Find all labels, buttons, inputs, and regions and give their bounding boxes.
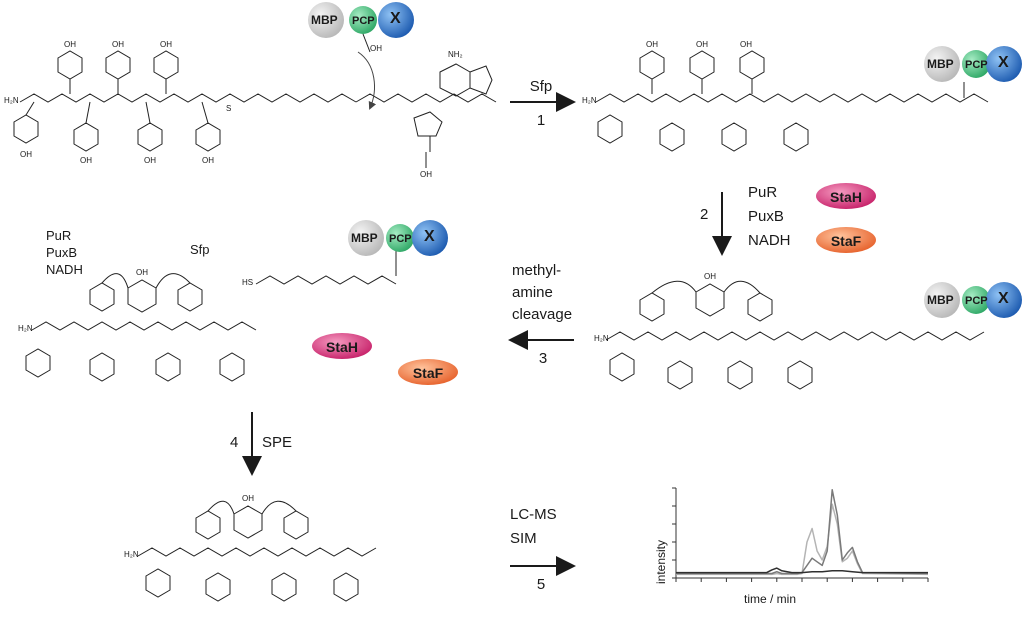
step4-method: SPE	[262, 434, 293, 451]
x-label-d: X	[998, 290, 1009, 307]
step4-number: 4	[230, 434, 239, 451]
step2-nadh: NADH	[748, 232, 791, 249]
mbp-label-d: MBP	[927, 293, 954, 307]
pcp-label-b: PCP	[965, 59, 988, 71]
structure-peptidyl-pcp	[595, 50, 989, 152]
mbp-domain	[924, 282, 960, 318]
lc-ms-chromatogram	[672, 487, 929, 582]
atom-oh-4a: OH	[136, 268, 148, 277]
x-domain	[986, 46, 1022, 82]
step2-pur: PuR	[748, 184, 778, 201]
atom-h2n-5: H₂N	[124, 550, 139, 559]
x-domain	[378, 2, 414, 38]
step3-line2: amine	[512, 284, 553, 301]
atom-s-1: S	[226, 104, 232, 113]
atom-oh-pcp: OH	[370, 44, 382, 53]
atom-h2n-2: H₂N	[582, 96, 597, 105]
pcp-label-a: PCP	[352, 15, 375, 27]
atom-oh-1f: OH	[144, 156, 156, 165]
step5-line2: SIM	[510, 530, 537, 547]
pcp-label-d: PCP	[965, 295, 988, 307]
atom-oh-1b: OH	[112, 40, 124, 49]
x-label-a: X	[390, 10, 401, 27]
protein-pcp-loaded	[924, 46, 1022, 82]
pcp-domain	[962, 286, 990, 314]
x-label-b: X	[998, 54, 1009, 71]
atom-oh-1e: OH	[80, 156, 92, 165]
atom-oh-1a: OH	[64, 40, 76, 49]
atom-oh-ribose: OH	[420, 170, 432, 179]
step1-number: 1	[536, 112, 546, 129]
pcp-domain	[962, 50, 990, 78]
chart-trace-1	[676, 503, 929, 576]
mbp-domain	[308, 2, 344, 38]
structure-peptidyl-coa	[13, 50, 497, 168]
step3-line3: cleavage	[512, 306, 573, 323]
mbp-label-c: MBP	[351, 231, 378, 245]
step2-number: 2	[700, 206, 709, 223]
staf-enzyme-top	[816, 227, 876, 253]
atom-nh2-1: NH₂	[448, 50, 463, 59]
chart-trace-3	[676, 567, 928, 574]
protein-pcp-released	[348, 220, 448, 256]
atom-oh-5a: OH	[242, 494, 254, 503]
step3-number: 3	[538, 350, 548, 367]
step1-reagent: Sfp	[529, 78, 553, 95]
structure-final-product	[137, 500, 377, 602]
pcp-domain	[386, 224, 414, 252]
staf-enzyme-mid	[398, 359, 458, 385]
pcp-domain	[349, 6, 377, 34]
mbp-label-a: MBP	[311, 13, 338, 27]
atom-h2n-3: H₂N	[594, 334, 609, 343]
stah-enzyme-mid	[312, 333, 372, 359]
atom-oh-2c: OH	[740, 40, 752, 49]
mbp-label-b: MBP	[927, 57, 954, 71]
atom-oh-3a: OH	[704, 272, 716, 281]
step3-line1: methyl-	[512, 262, 562, 279]
atom-h2n-1: H₂N	[4, 96, 19, 105]
stah-label-mid: StaH	[326, 339, 358, 355]
atom-oh-1g: OH	[202, 156, 214, 165]
protein-pcp-crosslinked	[924, 282, 1022, 318]
chart-xlabel: time / min	[744, 592, 797, 606]
mix-nadh: NADH	[46, 262, 83, 277]
stah-enzyme-top	[816, 183, 876, 209]
x-domain	[412, 220, 448, 256]
mbp-domain	[348, 220, 384, 256]
mix-sfp: Sfp	[190, 242, 210, 257]
structure-crosslinked-pcp	[605, 280, 985, 390]
nucleophilic-attack-arrow	[357, 51, 377, 110]
x-label-c: X	[424, 228, 435, 245]
chart-ylabel: intensity	[654, 539, 668, 584]
staf-label-mid: StaF	[412, 365, 444, 381]
mix-pur: PuR	[46, 228, 72, 243]
step2-puxb: PuxB	[748, 208, 784, 225]
atom-oh-2b: OH	[696, 40, 708, 49]
atom-oh-1d: OH	[20, 150, 32, 159]
step5-line1: LC-MS	[510, 506, 557, 523]
pcp-label-c: PCP	[389, 233, 412, 245]
structure-released-peptide	[25, 250, 397, 382]
chart-trace-2	[676, 489, 929, 575]
stah-label-top: StaH	[830, 189, 862, 205]
step5-number: 5	[536, 576, 546, 593]
atom-oh-2a: OH	[646, 40, 658, 49]
x-domain	[986, 282, 1022, 318]
atom-oh-1c: OH	[160, 40, 172, 49]
protein-pcp-free	[308, 2, 414, 53]
atom-h2n-4: H₂N	[18, 324, 33, 333]
mbp-domain	[924, 46, 960, 82]
mix-puxb: PuxB	[46, 245, 78, 260]
atom-hs-4: HS	[242, 278, 254, 287]
staf-label-top: StaF	[830, 233, 862, 249]
